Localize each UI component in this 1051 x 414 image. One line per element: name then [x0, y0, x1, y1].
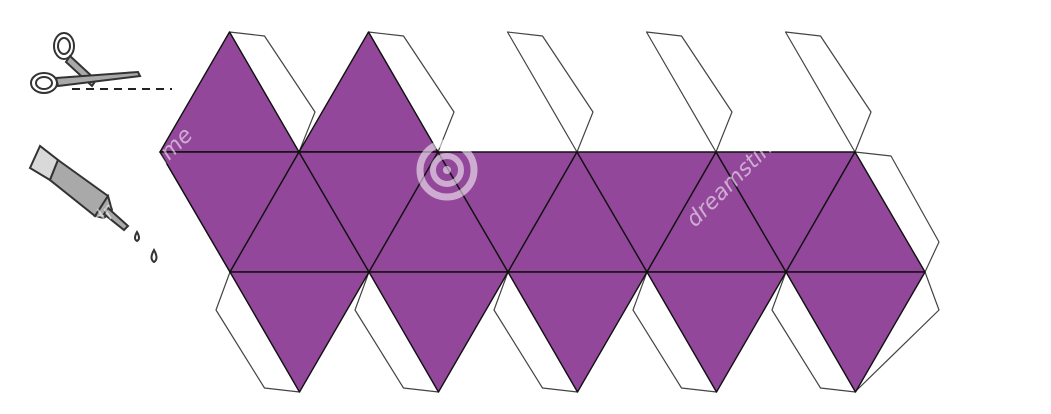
glue-tab: [506, 31, 594, 153]
net-face: [646, 271, 787, 393]
net-face: [229, 271, 370, 393]
net-face: [785, 271, 926, 393]
net-face: [368, 271, 509, 393]
glue-tabs: [215, 31, 940, 393]
glue-tab: [645, 31, 733, 153]
glue-tab: [784, 31, 872, 153]
net-face: [507, 271, 648, 393]
scissors-icon: [30, 32, 172, 94]
net-faces: [159, 31, 926, 393]
glue-tube-icon: [28, 144, 158, 264]
watermark-symbol: ©: [762, 124, 780, 145]
